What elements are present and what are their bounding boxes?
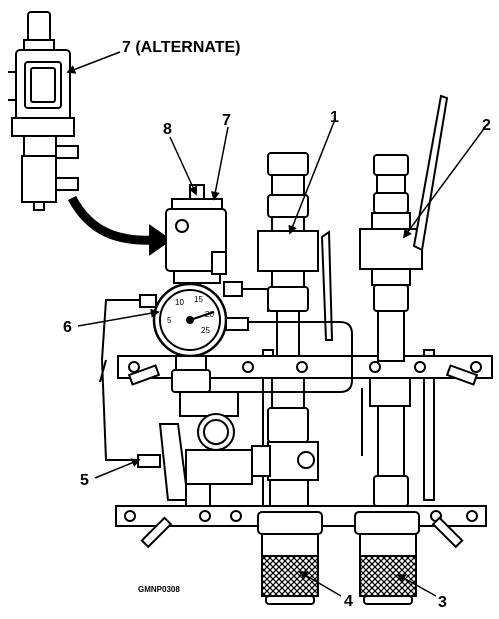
gauge-dial: 5 10 15 20 25 [167,295,214,335]
callout-3: 3 [438,594,447,611]
callout-8: 8 [163,121,172,138]
leader-lines [66,51,487,597]
callout-4: 4 [344,593,353,610]
pressure-gauge [139,281,249,393]
alternate-pressure-switch [8,11,79,211]
gauge-tick-10: 10 [175,298,184,307]
callout-7: 7 [222,112,231,129]
right-pipe-assembly [359,94,449,507]
strainer-left [257,511,323,605]
callout-5: 5 [80,472,89,489]
figure-id: GMNP0308 [138,585,180,594]
curved-arrow-head [149,224,172,256]
gauge-tick-15: 15 [194,295,203,304]
callout-1: 1 [330,109,339,126]
pressure-switch [165,184,227,284]
bracket-post-right [423,349,435,501]
regulator-assembly [137,391,271,507]
gauge-tick-5: 5 [167,316,172,325]
mounting-bolts [127,364,479,549]
callout-7-alternate: 7 (ALTERNATE) [122,39,241,56]
gauge-tick-25: 25 [201,326,210,335]
gauge-tick-20: 20 [205,310,214,319]
curved-arrow [68,195,157,245]
callout-6: 6 [63,319,72,336]
strainer-right [354,511,420,605]
callout-2: 2 [482,117,491,134]
tubing [99,288,363,461]
